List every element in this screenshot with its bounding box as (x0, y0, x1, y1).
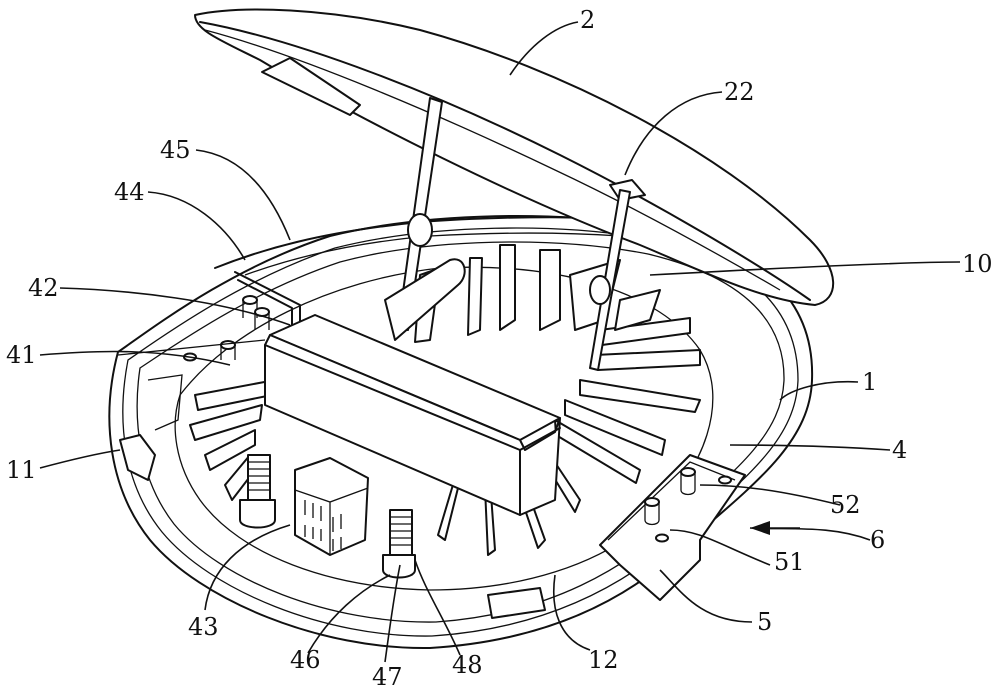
label-45: 45 (160, 136, 191, 164)
label-48: 48 (452, 651, 483, 679)
label-51: 51 (774, 548, 805, 576)
label-10: 10 (962, 250, 993, 278)
reference-labels: 2 22 45 44 10 42 41 1 4 11 52 6 51 5 43 … (6, 6, 993, 691)
label-52: 52 (830, 491, 861, 519)
label-1: 1 (862, 368, 877, 396)
arrow-6-head (750, 521, 770, 535)
label-11: 11 (6, 456, 37, 484)
label-4: 4 (892, 436, 907, 464)
spring-left (239, 454, 276, 529)
mount-posts-left (183, 295, 270, 362)
label-43: 43 (188, 613, 219, 641)
label-2: 2 (580, 6, 595, 34)
support-arms (384, 97, 631, 371)
label-41: 41 (6, 341, 37, 369)
right-bracket (599, 454, 746, 601)
left-clip (119, 434, 156, 481)
label-42: 42 (28, 274, 59, 302)
label-22: 22 (724, 78, 755, 106)
label-44: 44 (114, 178, 145, 206)
driver-box (264, 314, 561, 516)
terminal-block (294, 457, 369, 556)
label-47: 47 (372, 663, 403, 691)
cover (194, 8, 835, 306)
front-notch (487, 587, 546, 619)
label-12: 12 (588, 646, 619, 674)
label-6: 6 (870, 526, 885, 554)
label-46: 46 (290, 646, 321, 674)
label-5: 5 (757, 608, 772, 636)
